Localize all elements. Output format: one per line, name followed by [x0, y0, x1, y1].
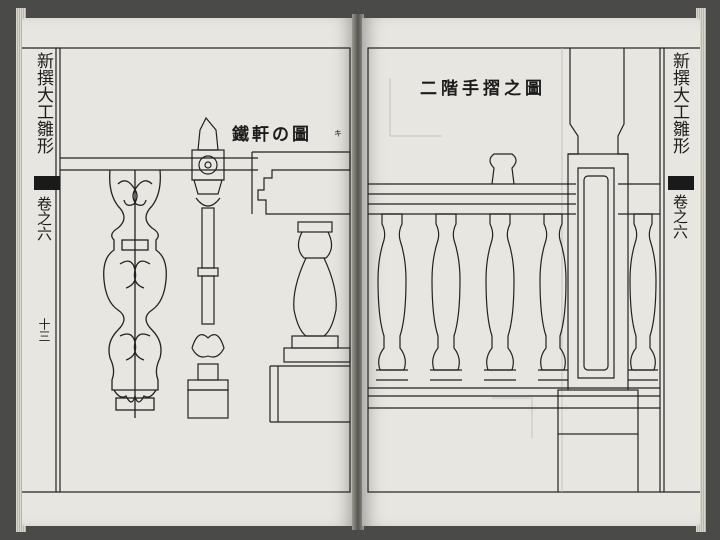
page-number: 十三: [37, 318, 51, 342]
right-page: 二階手摺之圖 新撰大工雛形 卷之六: [362, 18, 700, 526]
left-page-edges: [16, 8, 26, 532]
margin-volume: 卷之六: [671, 194, 689, 239]
margin-title: 新撰大工雛形: [669, 52, 689, 154]
right-page-illustration: [367, 47, 700, 493]
baluster: [484, 213, 516, 381]
newel-pier: [557, 48, 639, 492]
right-page-frame: [367, 47, 661, 493]
margin-tab: [34, 176, 60, 190]
margin-volume: 卷之六: [35, 196, 53, 241]
ornate-iron-baluster: [103, 169, 167, 418]
baluster: [628, 213, 658, 381]
baluster: [430, 213, 462, 381]
cornice-baluster: [251, 151, 351, 423]
right-page-edges: [696, 8, 706, 532]
figure-caption-iron-railing: 鐵軒の圖: [232, 125, 312, 145]
book-gutter: [352, 14, 364, 530]
open-book: 新撰大工雛形 卷之六 十三 鐵軒の圖 キ: [16, 0, 706, 540]
baluster: [376, 213, 408, 381]
left-page-illustration: [22, 47, 351, 493]
margin-tab: [668, 176, 694, 190]
figure-caption-second-floor-railing: 二階手摺之圖: [420, 79, 546, 99]
caption-furigana: キ: [334, 129, 342, 138]
left-page: 新撰大工雛形 卷之六 十三 鐵軒の圖 キ: [22, 18, 354, 526]
rail-finial: [489, 153, 517, 185]
show-through-lines: [389, 48, 563, 492]
baluster-row: [376, 213, 658, 381]
left-page-frame: [59, 47, 351, 493]
newel-post: [187, 116, 229, 419]
baluster: [538, 213, 568, 381]
margin-title: 新撰大工雛形: [33, 52, 53, 154]
